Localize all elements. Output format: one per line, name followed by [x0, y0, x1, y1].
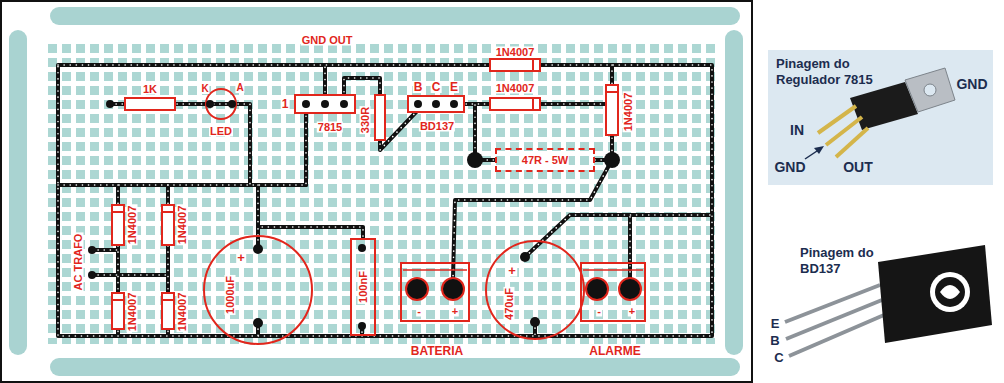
connector-label: AC TRAFO: [73, 233, 84, 292]
component-label: +: [628, 306, 636, 317]
diode-bands: [112, 59, 618, 300]
component-label: ALARME: [588, 345, 641, 357]
board-frame: [1, 1, 752, 382]
pinout-title: Pinagem do BD137: [800, 245, 885, 276]
diode-symbol: [490, 98, 540, 110]
pin-label: B: [770, 334, 779, 347]
regulator-symbol: [295, 95, 355, 113]
diode-symbol: [162, 293, 174, 329]
component-label: GND: [956, 77, 987, 91]
component-label: OUT: [843, 160, 873, 174]
pin-label: GND OUT: [301, 35, 354, 46]
part-name: 1N4007: [623, 92, 634, 133]
diode-symbol: [112, 293, 124, 329]
board-rails: [9, 7, 743, 376]
component-label: 100nF: [358, 270, 369, 304]
part-name: 1N4007: [127, 292, 138, 333]
terminal-block: -+BATERIA: [400, 262, 470, 322]
terminal-block: -+ALARME: [580, 262, 646, 322]
component-label: Pinagem do Regulador 7815: [776, 56, 896, 87]
diode-symbol: [162, 205, 174, 245]
part-name: 1N4007: [127, 205, 138, 246]
part-value: 330R: [360, 106, 371, 134]
diode-symbol: [112, 205, 124, 245]
component-label: BATERIA: [410, 345, 464, 357]
capacitor-box: 100nF: [350, 238, 376, 336]
diode-symbol: [490, 59, 540, 71]
component-label: -: [416, 306, 422, 317]
pin-label: B: [413, 81, 424, 93]
component-label: +: [507, 264, 517, 277]
part-name: 1N4007: [177, 205, 188, 246]
part-name: LED: [209, 126, 233, 137]
capacitor-outline: +470uF: [485, 240, 585, 340]
solder-pads: [88, 100, 620, 330]
power-resistor-box: 47R - 5W: [495, 148, 595, 172]
resistor-symbol: [125, 98, 175, 110]
part-name: 1N4007: [495, 47, 536, 58]
pin-label: K: [200, 84, 209, 94]
pin-label: C: [774, 351, 783, 364]
perfboard-grid: [48, 44, 718, 344]
pin-label: E: [771, 317, 780, 330]
copper-track: [58, 65, 712, 336]
capacitor-outline: +1000uF: [203, 235, 313, 345]
component-label: GND: [774, 160, 805, 174]
pinout-panel: Pinagem do Regulador 7815GND IN GND OUT: [768, 50, 993, 185]
transistor-symbol: [408, 96, 464, 112]
part-name: 7815: [317, 122, 343, 133]
pinout-panel: [768, 50, 993, 185]
part-name: 1N4007: [177, 292, 188, 333]
pin-label: C: [431, 81, 442, 93]
led-symbol: [206, 89, 236, 119]
resistor-symbol: [375, 95, 385, 140]
component-label: 1000uF: [225, 275, 236, 315]
pin-label: E: [449, 81, 459, 93]
diode-symbol: [606, 85, 618, 135]
component-label: +: [451, 306, 459, 317]
pin-number: 1: [281, 98, 290, 110]
part-name: BD137: [419, 121, 455, 132]
component-label: 470uF: [504, 287, 515, 321]
part-value: 1K: [142, 84, 158, 95]
terminal-screws: [403, 270, 643, 300]
component-label: +: [236, 251, 246, 264]
component-label: IN: [790, 123, 804, 137]
component-label: -: [596, 306, 602, 317]
bd137-transistor-picture: [785, 245, 992, 356]
track-holes: [58, 65, 712, 336]
pin-label: A: [235, 83, 244, 93]
component-bodies: [112, 59, 618, 329]
component-label: 47R - 5W: [521, 155, 569, 166]
part-name: 1N4007: [495, 83, 536, 94]
